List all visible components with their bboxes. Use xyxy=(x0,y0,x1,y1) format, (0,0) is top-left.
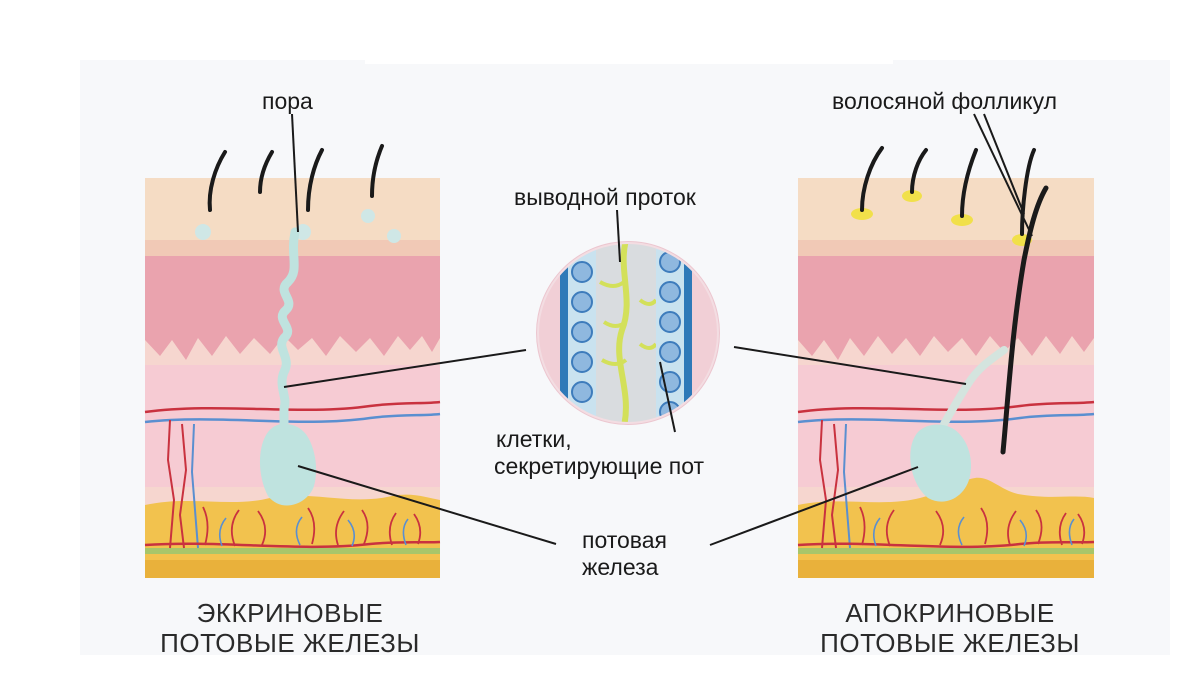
follicle-opening xyxy=(851,208,873,220)
leader-follicle-a xyxy=(983,113,1025,215)
eccrine-skin-block xyxy=(144,144,441,578)
deep-artery xyxy=(144,540,441,549)
leader-follicle-b xyxy=(973,113,1033,237)
apocrine-sweat-gland xyxy=(910,424,972,502)
capillary-red xyxy=(166,419,176,549)
fascia-line xyxy=(145,548,440,554)
hair xyxy=(306,148,324,212)
hair xyxy=(860,146,884,212)
hair xyxy=(960,148,978,218)
label-secreting-cells-line1: клетки, xyxy=(496,426,572,452)
artery-line xyxy=(797,400,1095,414)
capillary-blue xyxy=(842,423,851,549)
vein-line xyxy=(797,412,1095,424)
leader-cells xyxy=(659,361,676,433)
hair xyxy=(1020,148,1036,236)
hair xyxy=(258,150,274,194)
pore xyxy=(295,224,311,240)
caption-apocrine-line2: ПОТОВЫЕ ЖЕЛЕЗЫ xyxy=(820,628,1080,658)
fat-bottom-band xyxy=(798,560,1094,578)
label-pore: пора xyxy=(262,88,313,114)
magnified-duct-view xyxy=(536,241,720,425)
fascia-line xyxy=(798,548,1094,554)
vein-line xyxy=(144,412,441,424)
label-sweat-gland-line1: потовая xyxy=(582,527,668,553)
pore xyxy=(387,229,401,243)
follicle-opening xyxy=(951,214,973,226)
fat-bottom-band xyxy=(145,560,440,578)
apocrine-duct xyxy=(940,346,1008,428)
hair xyxy=(370,144,384,198)
hair xyxy=(910,148,928,194)
caption-eccrine: ЭККРИНОВЫЕ ПОТОВЫЕ ЖЕЛЕЗЫ xyxy=(130,598,450,658)
eccrine-sweat-gland xyxy=(259,424,317,506)
hair-follicle-shaft xyxy=(1000,185,1049,455)
fat-vessels xyxy=(202,506,422,547)
top-blank-area xyxy=(365,0,893,64)
fat-layer xyxy=(145,494,440,578)
caption-eccrine-line2: ПОТОВЫЕ ЖЕЛЕЗЫ xyxy=(160,628,420,658)
label-secreting-cells-line2: секретирующие пот xyxy=(494,453,705,479)
pore xyxy=(361,209,375,223)
fat-vessels xyxy=(859,506,1086,547)
follicle-opening xyxy=(902,190,922,202)
label-sweat-gland-line2: железа xyxy=(582,554,659,580)
apocrine-skin-block xyxy=(797,146,1095,578)
artery-line xyxy=(144,400,441,414)
leader-lens-right xyxy=(733,346,967,385)
hair xyxy=(207,150,227,212)
pore xyxy=(195,224,211,240)
capillary-red xyxy=(830,423,840,549)
leader-pore xyxy=(291,113,299,233)
leader-lens-left xyxy=(283,349,527,388)
leader-lines xyxy=(283,113,1033,546)
eccrine-duct xyxy=(277,227,300,435)
leader-duct xyxy=(616,209,621,263)
deep-artery xyxy=(797,540,1095,549)
caption-eccrine-line1: ЭККРИНОВЫЕ xyxy=(196,598,384,628)
fat-vessels-blue xyxy=(872,516,1075,547)
label-hair-follicle: волосяной фолликул xyxy=(832,88,1058,114)
capillary-red xyxy=(818,419,828,549)
capillary-red xyxy=(178,423,188,549)
leader-gland-left xyxy=(297,465,557,545)
leader-gland-right xyxy=(709,466,919,546)
label-excretory-duct: выводной проток xyxy=(514,184,696,210)
epidermis-border xyxy=(798,240,1094,256)
fat-vessels-blue xyxy=(218,516,409,547)
caption-apocrine-line1: АПОКРИНОВЫЕ xyxy=(845,598,1055,628)
capillary-blue xyxy=(190,423,199,549)
caption-apocrine: АПОКРИНОВЫЕ ПОТОВЫЕ ЖЕЛЕЗЫ xyxy=(790,598,1110,658)
